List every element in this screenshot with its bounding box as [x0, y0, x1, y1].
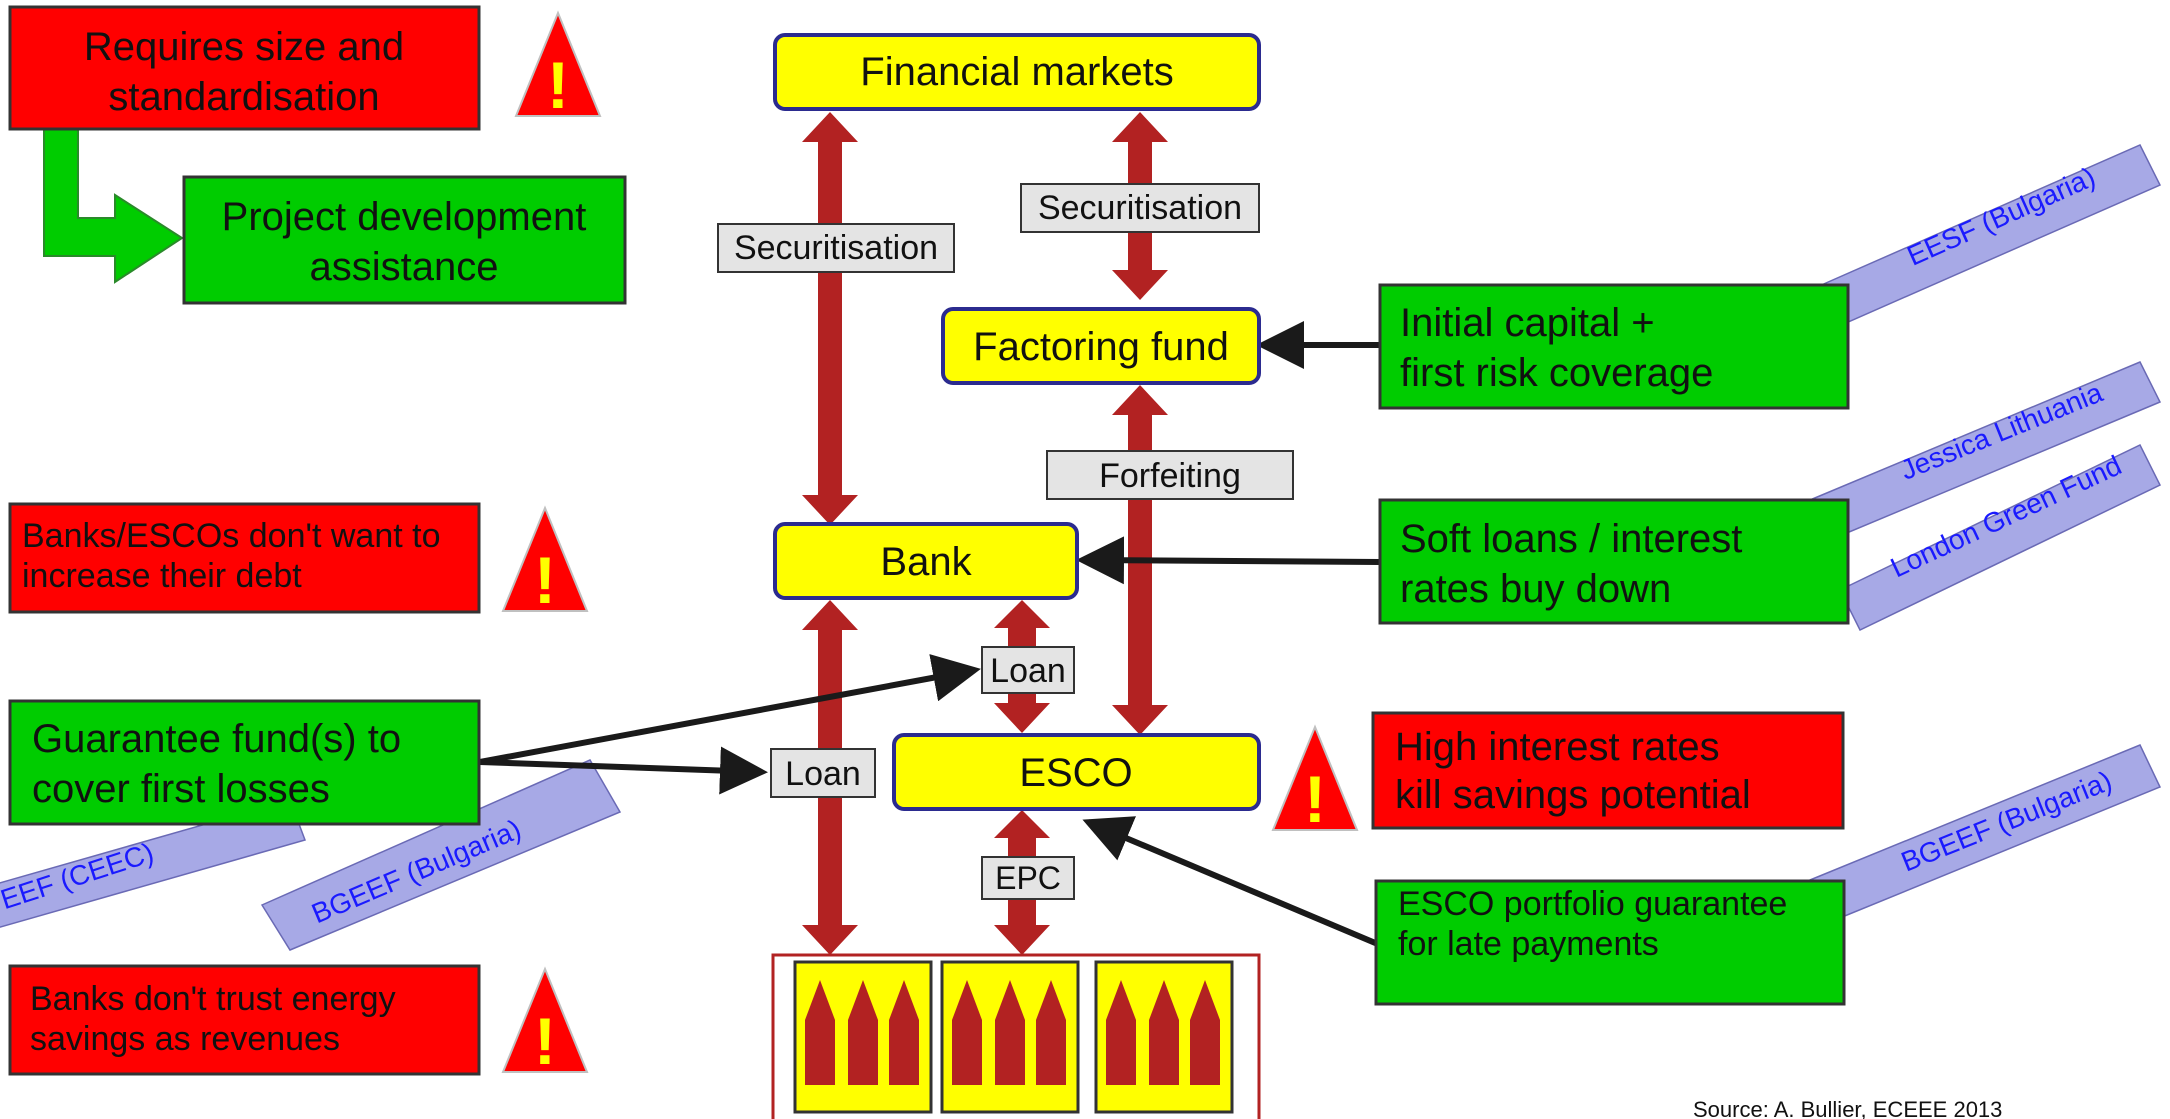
buildings-group [771, 953, 1261, 1119]
node-bank: Bank [773, 522, 1079, 600]
building-icon-3 [1094, 960, 1234, 1114]
svg-text:BGEEF (Bulgaria): BGEEF (Bulgaria) [1897, 765, 2116, 878]
warning-icon: ! [514, 10, 602, 122]
arrow-guarantee-to-loan-lower [479, 746, 768, 795]
svg-text:!: ! [1304, 762, 1326, 836]
label-loan-upper: Loan [981, 646, 1075, 694]
node-esco: ESCO [892, 733, 1261, 811]
svg-text:ESCO: ESCO [1019, 751, 1132, 795]
label-securitisation-left: Securitisation [717, 223, 955, 273]
svg-text:Financial markets: Financial markets [860, 50, 1173, 94]
node-financial-markets: Financial markets [773, 33, 1261, 111]
building-icon-2 [940, 960, 1080, 1114]
svg-text:!: ! [534, 543, 556, 617]
label-loan-lower: Loan [770, 748, 876, 798]
arrow-size-to-project-dev [43, 127, 184, 284]
source-note: Source: A. Bullier, ECEEE 2013 [1693, 1097, 2002, 1119]
warning-icon: ! [1271, 724, 1359, 836]
label-securitisation-right: Securitisation [1020, 183, 1260, 233]
building-icon-1 [793, 960, 933, 1114]
svg-text:Factoring fund: Factoring fund [973, 325, 1229, 369]
svg-text:Bank: Bank [880, 540, 972, 584]
arrow-guarantee-to-loan-upper [479, 654, 981, 765]
label-epc: EPC [981, 856, 1075, 900]
svg-text:Securitisation: Securitisation [1038, 189, 1242, 227]
warning-icon: ! [501, 505, 589, 617]
svg-text:Securitisation: Securitisation [734, 229, 938, 267]
label-forfeiting: Forfeiting [1046, 450, 1294, 500]
arrow-markets-bank [802, 112, 858, 525]
warning-icon: ! [501, 966, 589, 1078]
svg-text:Forfeiting: Forfeiting [1099, 457, 1241, 495]
svg-text:!: ! [547, 48, 569, 122]
node-factoring-fund: Factoring fund [941, 307, 1261, 385]
svg-text:!: ! [534, 1004, 556, 1078]
example-tag-eesf: EESF (Bulgaria) [1808, 144, 2162, 331]
solution-initial-capital: Initial capital +first risk coverage [1378, 283, 1850, 410]
svg-text:Loan: Loan [990, 652, 1066, 690]
example-tag-bgeef-right: BGEEF (Bulgaria) [1808, 744, 2162, 923]
svg-text:Loan: Loan [785, 755, 861, 793]
svg-text:EPC: EPC [995, 860, 1061, 896]
svg-text:Initial capital +first risk co: Initial capital +first risk coverage [1400, 301, 1713, 395]
arrow-softloans-to-bank [1076, 536, 1381, 585]
arrow-portfolio-to-esco [1082, 816, 1382, 948]
